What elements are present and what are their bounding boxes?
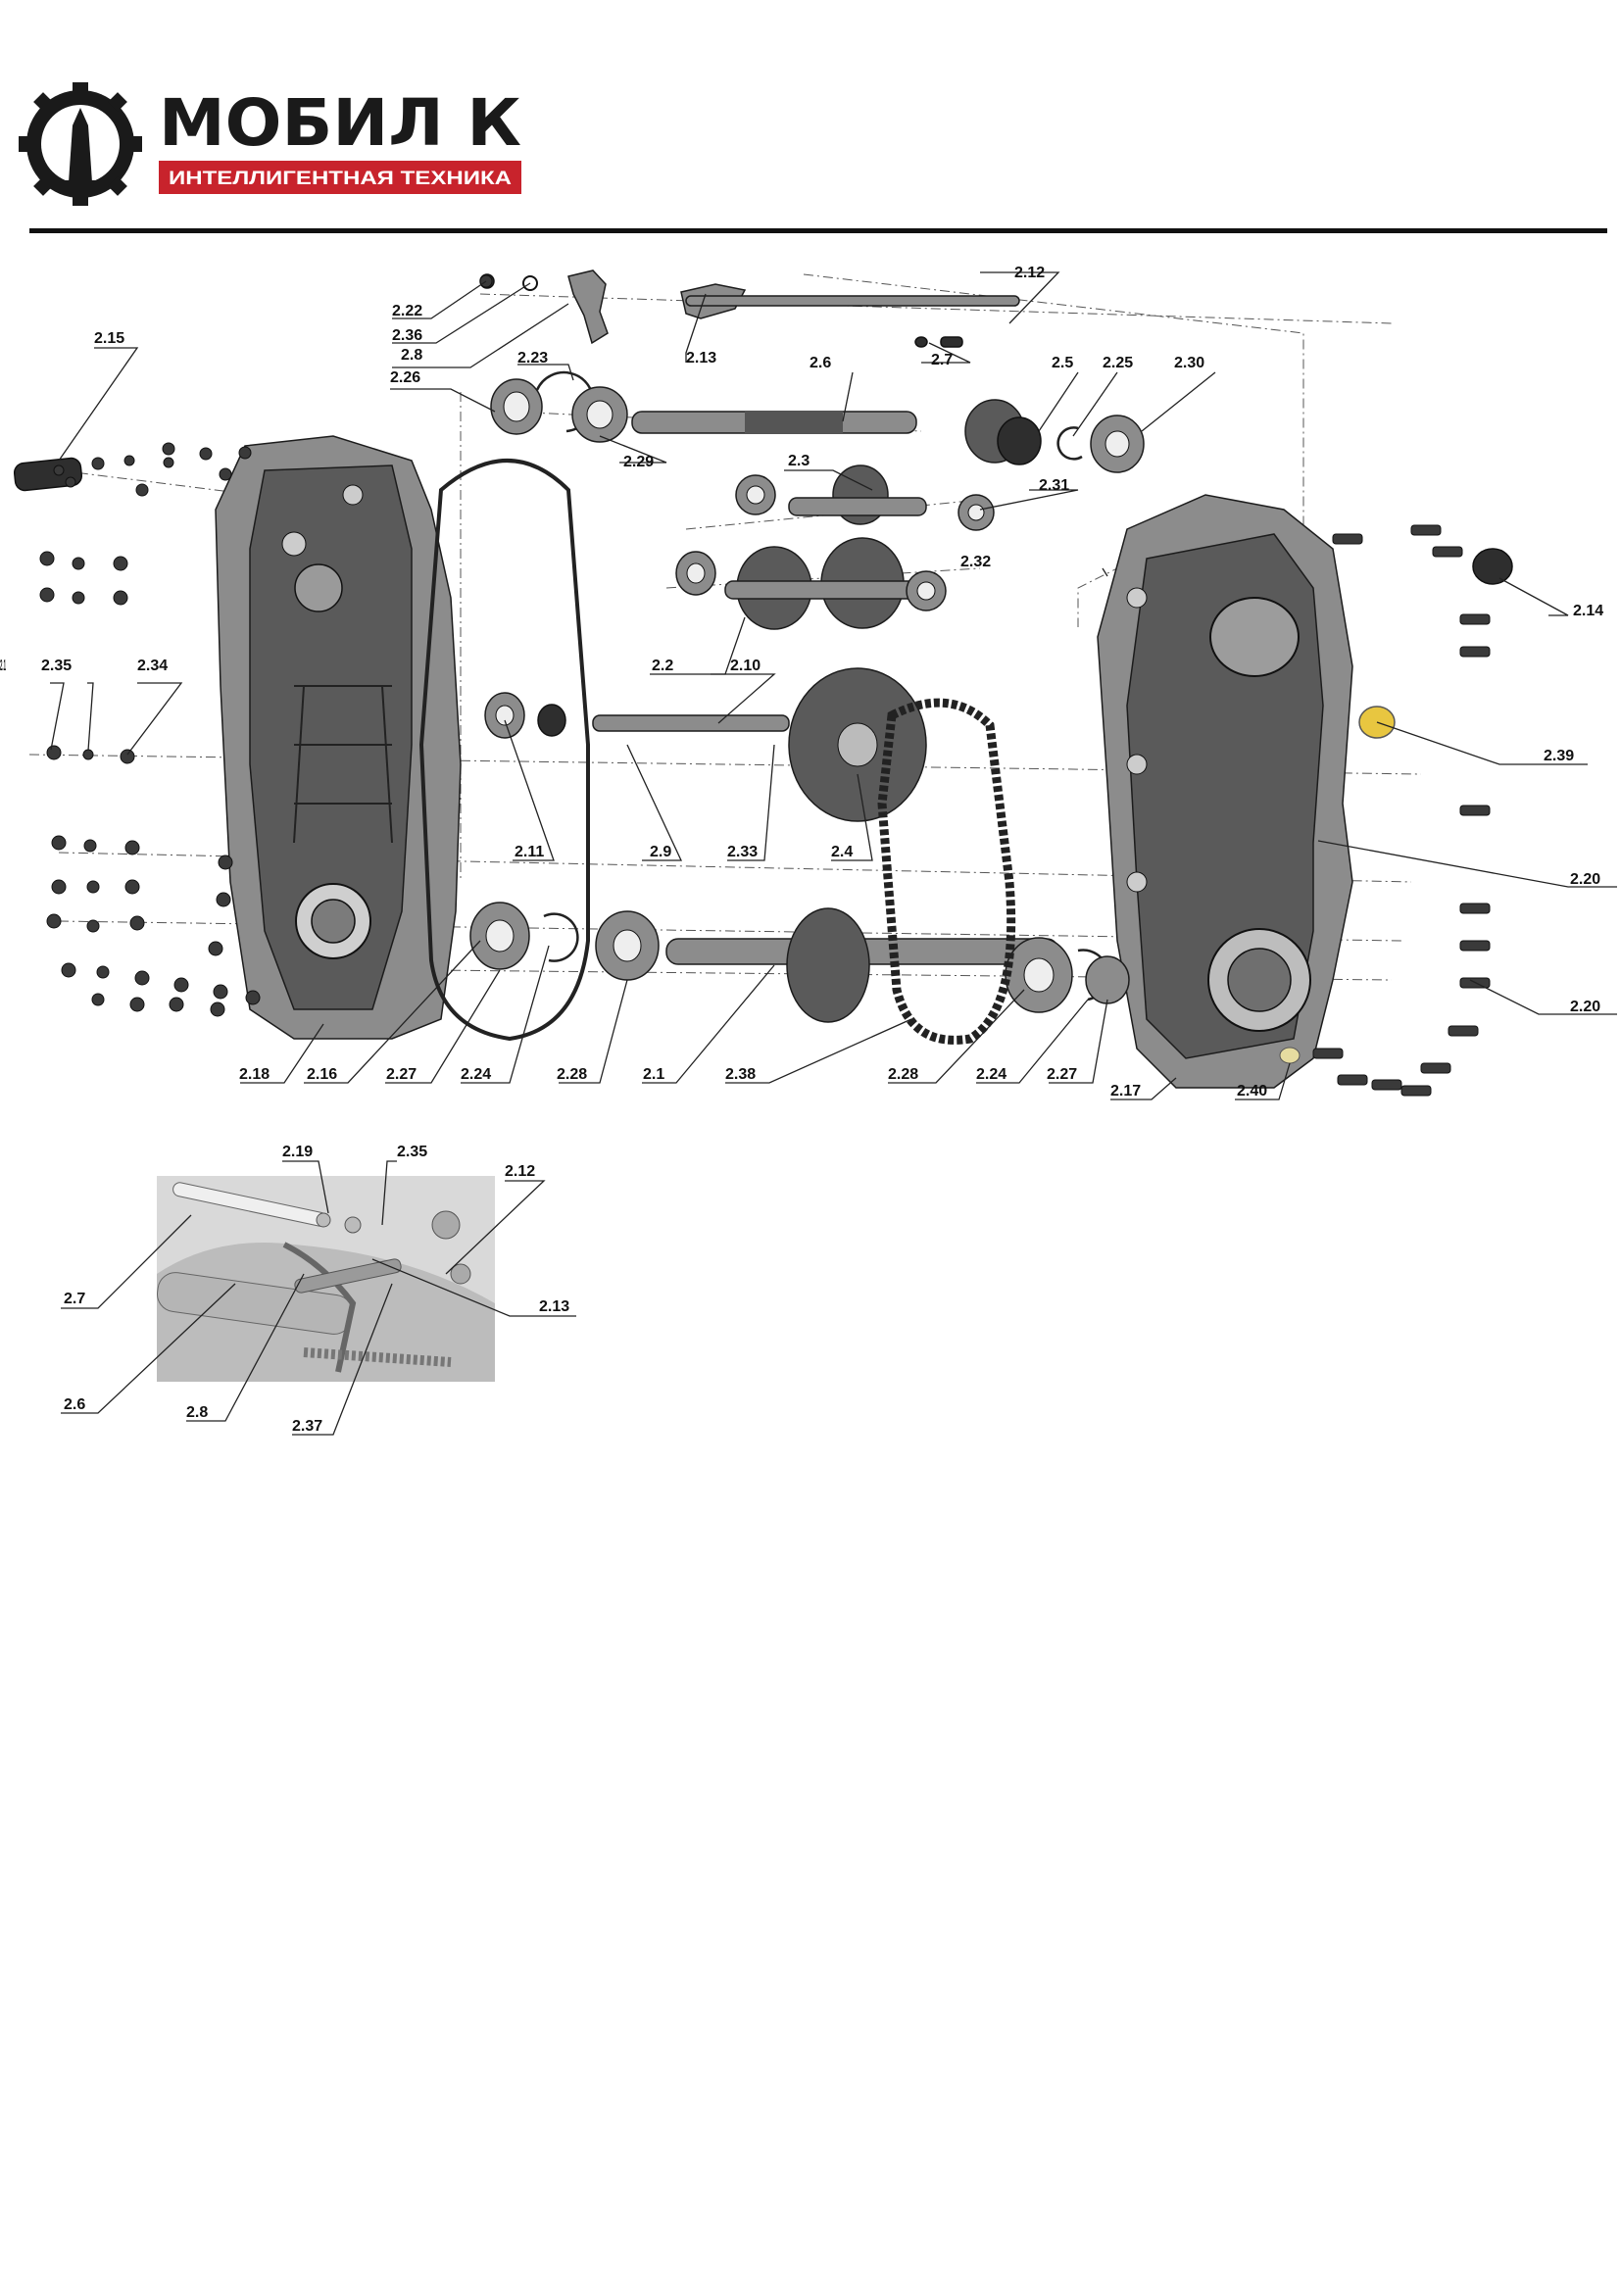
callout-label: 2.26 <box>390 369 420 386</box>
header-rule <box>29 228 1607 233</box>
brand-logo: МОБИЛ К ИНТЕЛЛИГЕНТНАЯ ТЕХНИКА <box>19 82 521 206</box>
callout-label: 2.1 <box>0 658 6 674</box>
left-housing <box>215 435 462 1040</box>
callout-label: 2.14 <box>1573 603 1603 619</box>
callout-label: 2.39 <box>1544 748 1574 764</box>
callout-label: 2.7 <box>931 352 953 368</box>
callout-label: 2.8 <box>186 1404 208 1421</box>
brand-name: МОБИЛ К <box>159 85 521 161</box>
gear-icon <box>19 82 142 206</box>
callout-label: 2.20 <box>1570 871 1600 888</box>
callout-label: 2.35 <box>397 1144 427 1160</box>
callout-label: 2.23 <box>517 350 548 366</box>
drive-chain <box>877 698 1016 1045</box>
callout-label: 2.25 <box>1103 355 1133 371</box>
callout-label: 2.2 <box>652 658 673 674</box>
callout-label: 2.9 <box>650 844 671 860</box>
main-exploded-diagram: 2.12 2.22 2.36 2.8 2.13 2.7 2.23 2.26 2.… <box>0 265 1617 1100</box>
callout-label: 2.4 <box>831 844 853 860</box>
callout-label: 2.22 <box>392 303 422 319</box>
callout-label: 2.28 <box>557 1066 587 1083</box>
callout-label: 2.28 <box>888 1066 918 1083</box>
callout-label: 2.16 <box>307 1066 337 1083</box>
callout-label: 2.11 <box>515 844 544 860</box>
callout-label: 2.24 <box>461 1066 491 1083</box>
callout-label: 2.18 <box>239 1066 270 1083</box>
callout-label: 2.40 <box>1237 1083 1267 1099</box>
callout-label: 2.12 <box>505 1163 535 1180</box>
callout-label: 2.5 <box>1052 355 1073 371</box>
tagline-bar <box>159 161 521 194</box>
side-parts <box>13 457 1513 1064</box>
callout-label: 2.20 <box>1570 999 1600 1015</box>
callout-label: 2.27 <box>386 1066 417 1083</box>
inset-leader-lines <box>61 1160 576 1436</box>
callout-label: 2.10 <box>730 658 761 674</box>
shafts-and-bearings <box>469 370 1145 1023</box>
callout-label: 2.29 <box>623 454 654 470</box>
callout-label: 2.13 <box>539 1298 569 1315</box>
callout-label: 2.3 <box>788 453 810 469</box>
detail-inset-diagram: 2.19 2.35 2.12 2.7 2.13 2.6 2.8 2.37 <box>61 1144 576 1436</box>
callout-label: 2.34 <box>137 658 168 674</box>
callout-label: 2.36 <box>392 327 422 344</box>
callout-label: 2.6 <box>64 1396 85 1413</box>
callout-label: 2.32 <box>960 554 991 570</box>
callout-label: 2.27 <box>1047 1066 1077 1083</box>
gasket <box>418 459 590 1042</box>
callout-label: 2.35 <box>41 658 72 674</box>
callout-label: 2.30 <box>1174 355 1204 371</box>
inset-callouts: 2.19 2.35 2.12 2.7 2.13 2.6 2.8 2.37 <box>64 1144 569 1435</box>
callout-label: 2.1 <box>643 1066 664 1083</box>
callout-label: 2.15 <box>94 330 124 347</box>
callout-label: 2.31 <box>1039 477 1069 494</box>
callout-label: 2.38 <box>725 1066 756 1083</box>
right-housing <box>1097 494 1353 1089</box>
callout-label: 2.8 <box>401 347 422 364</box>
leader-lines <box>50 271 1617 1100</box>
callout-label: 2.33 <box>727 844 758 860</box>
callout-label: 2.7 <box>64 1291 85 1307</box>
callout-label: 2.13 <box>686 350 716 366</box>
brand-tagline: ИНТЕЛЛИГЕНТНАЯ ТЕХНИКА <box>169 169 512 189</box>
callout-label: 2.37 <box>292 1418 322 1435</box>
callout-label: 2.24 <box>976 1066 1006 1083</box>
callout-label: 2.19 <box>282 1144 313 1160</box>
callout-label: 2.12 <box>1014 265 1045 281</box>
callout-label: 2.17 <box>1110 1083 1141 1099</box>
callout-label: 2.6 <box>810 355 831 371</box>
main-callouts: 2.12 2.22 2.36 2.8 2.13 2.7 2.23 2.26 2.… <box>0 265 1603 1099</box>
